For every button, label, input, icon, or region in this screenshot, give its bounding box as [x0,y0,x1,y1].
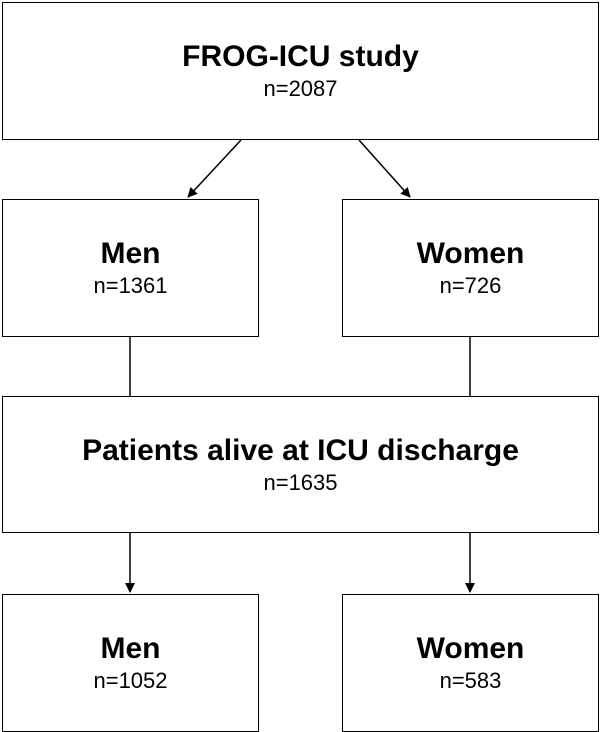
alive-title: Patients alive at ICU discharge [82,433,519,467]
arrow-study-to-men [187,139,242,198]
arrow-study-to-women [358,139,411,198]
admission-men-count: n=1361 [93,273,168,298]
study-box: FROG-ICU study n=2087 [2,2,599,140]
alive-at-discharge-box: Patients alive at ICU discharge n=1635 [2,396,599,533]
discharge-women-box: Women n=583 [342,594,599,732]
admission-women-box: Women n=726 [342,199,599,337]
admission-women-title: Women [416,237,525,270]
study-count: n=2087 [263,76,338,101]
study-title: FROG-ICU study [182,40,419,73]
admission-men-title: Men [100,237,161,270]
discharge-women-count: n=583 [439,668,502,693]
alive-count: n=1635 [263,469,338,495]
discharge-women-title: Women [416,632,525,665]
discharge-men-count: n=1052 [93,668,168,693]
admission-women-count: n=726 [439,273,502,298]
admission-men-box: Men n=1361 [2,199,259,337]
discharge-men-title: Men [100,632,161,665]
discharge-men-box: Men n=1052 [2,594,259,732]
